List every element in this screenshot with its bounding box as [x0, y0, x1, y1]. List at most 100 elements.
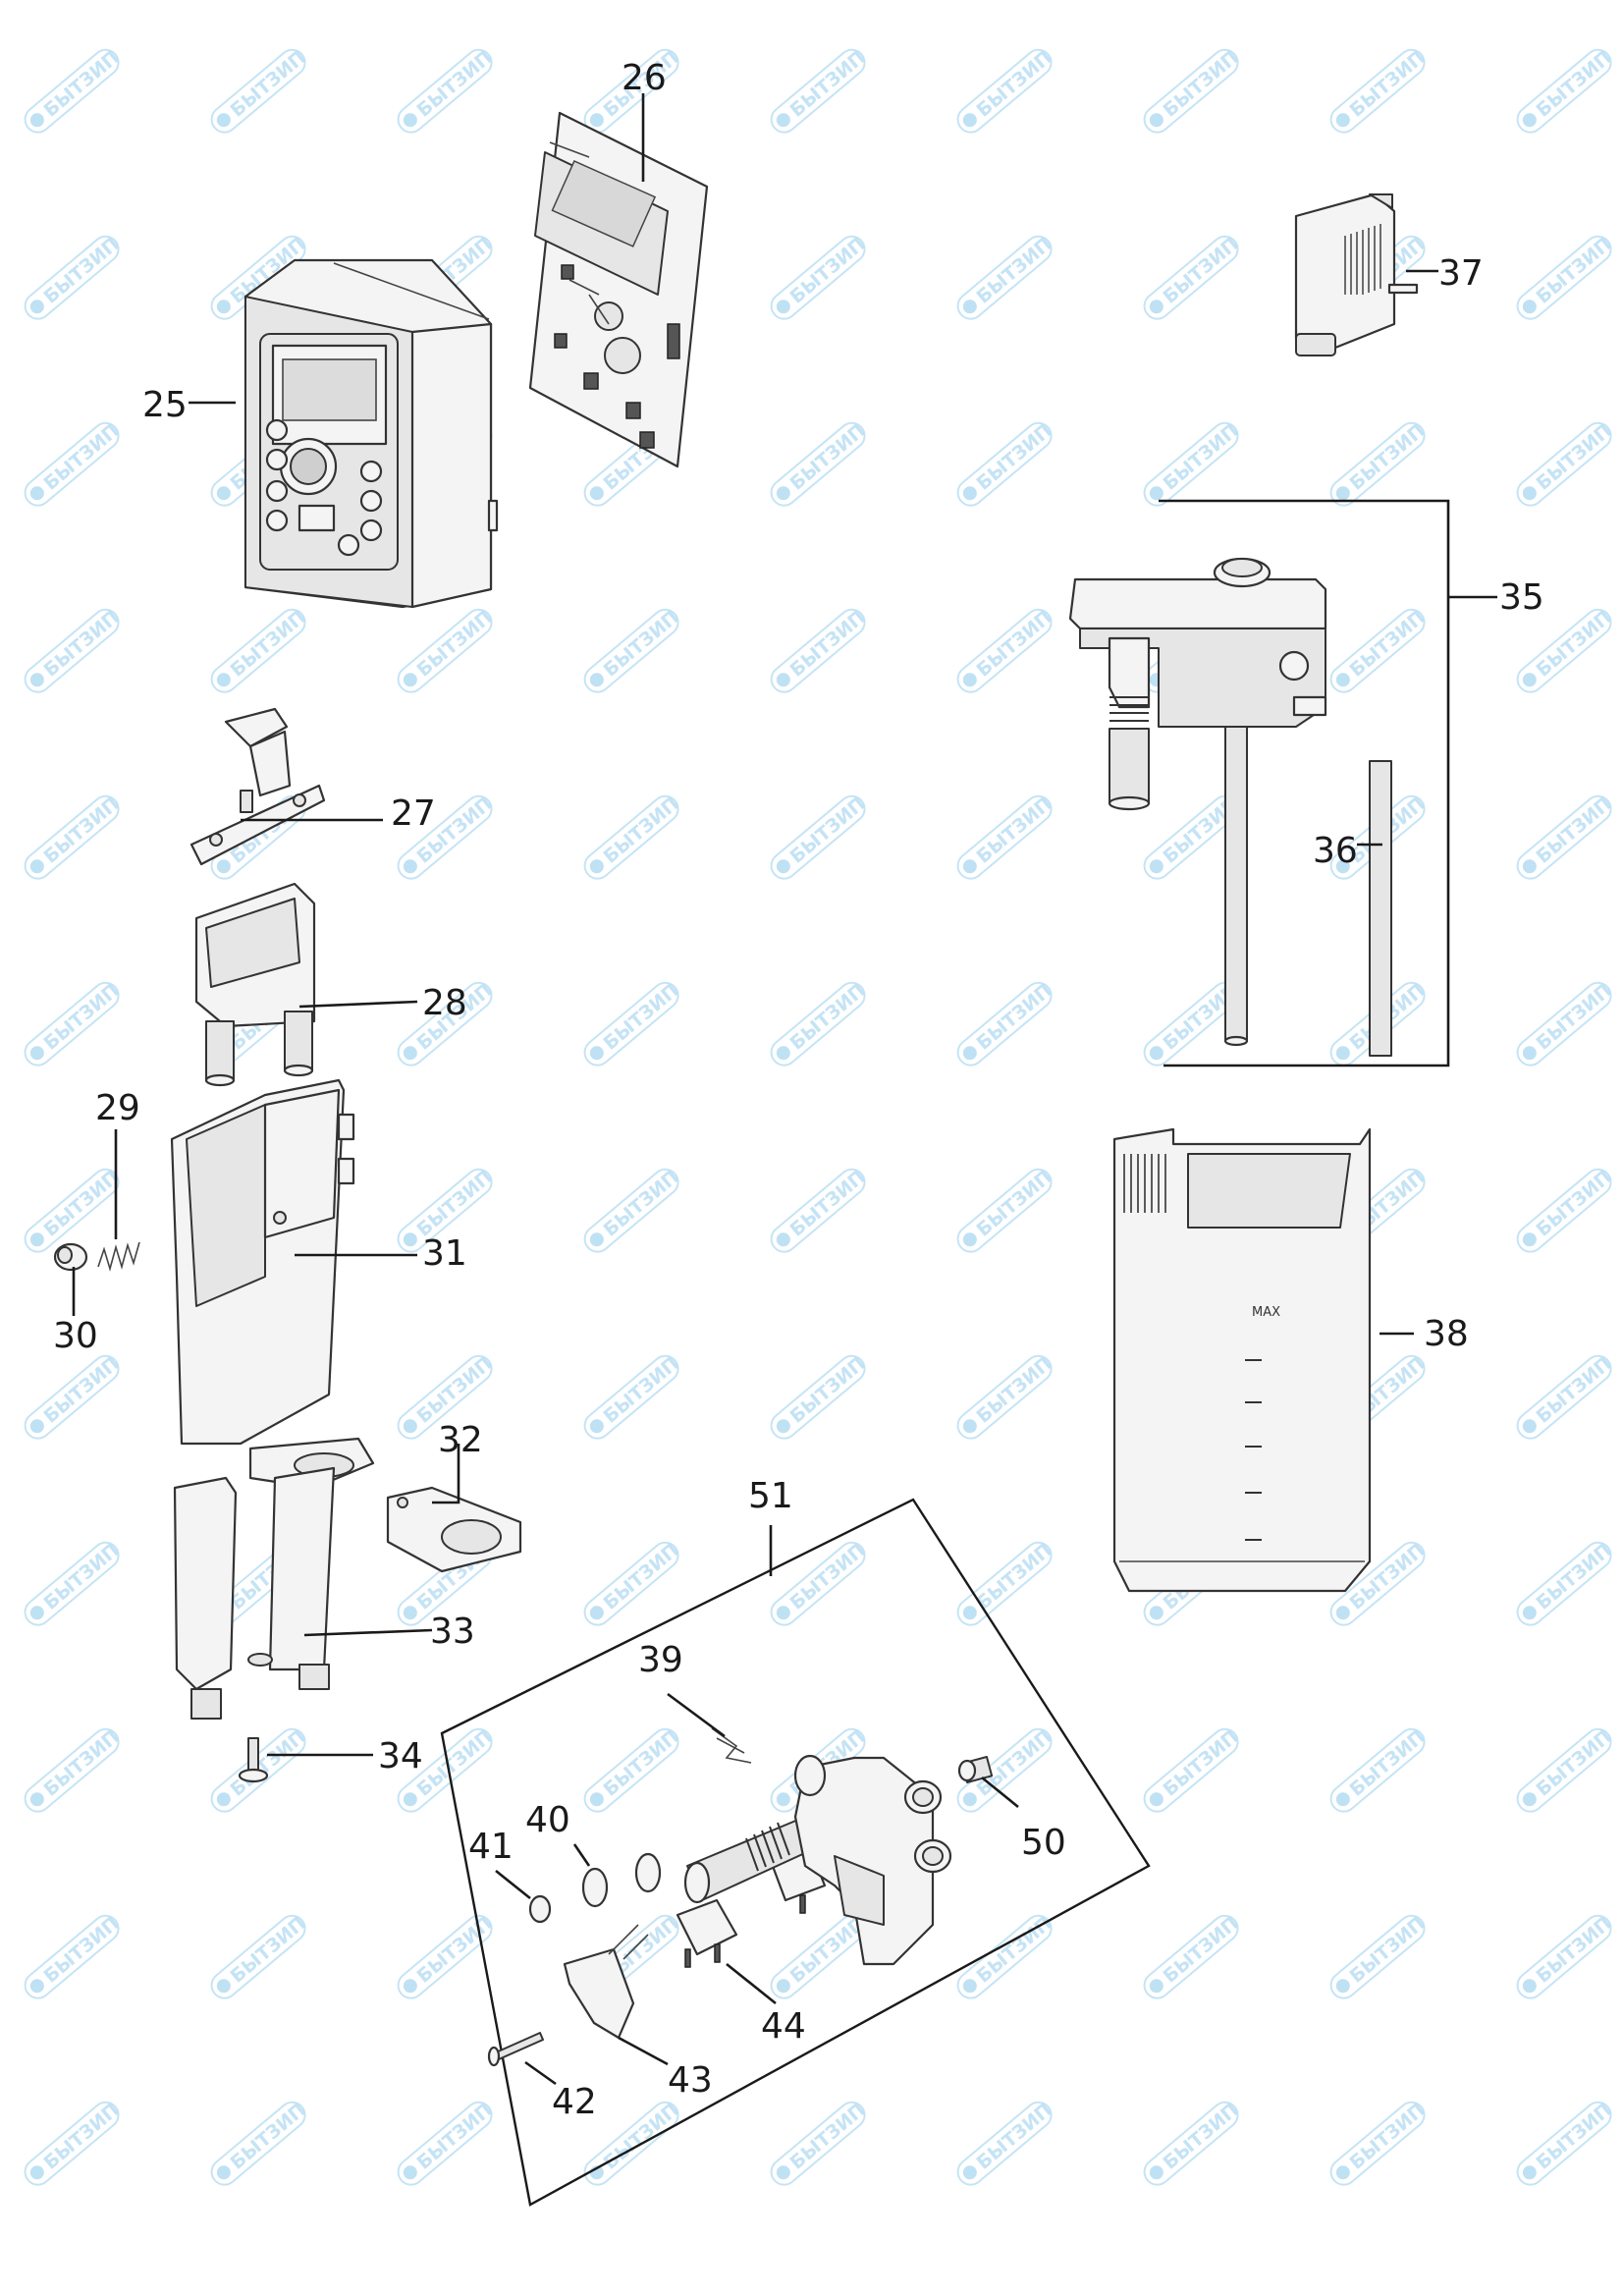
svg-text:БЫТЗИП: БЫТЗИП [1160, 419, 1243, 494]
watermark-logo: БЫТЗИП [770, 2099, 870, 2186]
svg-text:БЫТЗИП: БЫТЗИП [786, 1166, 870, 1240]
svg-text:БЫТЗИП: БЫТЗИП [40, 46, 124, 121]
svg-text:БЫТЗИП: БЫТЗИП [40, 1912, 124, 1987]
watermark-logo: БЫТЗИП [210, 606, 310, 693]
svg-text:БЫТЗИП: БЫТЗИП [1533, 1352, 1616, 1427]
watermark-logo: БЫТЗИП [1143, 233, 1243, 320]
watermark-logo: БЫТЗИП [770, 419, 870, 507]
svg-text:БЫТЗИП: БЫТЗИП [1346, 606, 1430, 681]
watermark-logo: БЫТЗИП [1516, 46, 1616, 134]
svg-text:БЫТЗИП: БЫТЗИП [973, 1166, 1056, 1240]
svg-text:БЫТЗИП: БЫТЗИП [1160, 1912, 1243, 1987]
callout-35: 35 [1499, 577, 1544, 618]
svg-text:БЫТЗИП: БЫТЗИП [1160, 233, 1243, 307]
svg-text:БЫТЗИП: БЫТЗИП [413, 1166, 497, 1240]
svg-text:БЫТЗИП: БЫТЗИП [40, 1539, 124, 1613]
watermark-logo: БЫТЗИП [1516, 1912, 1616, 1999]
svg-text:БЫТЗИП: БЫТЗИП [40, 1166, 124, 1240]
svg-text:БЫТЗИП: БЫТЗИП [973, 606, 1056, 681]
callout-29: 29 [95, 1088, 140, 1128]
watermark-logo: БЫТЗИП [770, 1912, 870, 1999]
svg-text:БЫТЗИП: БЫТЗИП [786, 1539, 870, 1613]
watermark-logo: БЫТЗИП [1516, 1539, 1616, 1626]
watermark-logo: БЫТЗИП [770, 606, 870, 693]
watermark-logo: БЫТЗИП [24, 979, 124, 1066]
callout-31: 31 [422, 1233, 467, 1274]
watermark-logo: БЫТЗИП [24, 1352, 124, 1440]
part-38-water-tank: MAX [1112, 1127, 1372, 1593]
part-30-cap [53, 1242, 88, 1272]
svg-text:БЫТЗИП: БЫТЗИП [786, 233, 870, 307]
part-41-ring [528, 1894, 552, 1924]
part-29-spring [97, 1241, 140, 1272]
svg-text:БЫТЗИП: БЫТЗИП [600, 606, 683, 681]
watermark-logo: БЫТЗИП [1143, 46, 1243, 134]
watermark-logo: БЫТЗИП [24, 793, 124, 880]
watermark-logo: БЫТЗИП [956, 46, 1056, 134]
watermark-logo: БЫТЗИП [1143, 419, 1243, 507]
watermark-logo: БЫТЗИП [770, 793, 870, 880]
svg-text:БЫТЗИП: БЫТЗИП [973, 46, 1056, 121]
svg-text:БЫТЗИП: БЫТЗИП [1533, 2099, 1616, 2173]
svg-text:БЫТЗИП: БЫТЗИП [973, 1539, 1056, 1613]
watermark-logo: БЫТЗИП [1516, 1352, 1616, 1440]
callout-33: 33 [430, 1612, 475, 1652]
svg-text:БЫТЗИП: БЫТЗИП [227, 1912, 310, 1987]
callout-40: 40 [525, 1800, 570, 1840]
svg-text:БЫТЗИП: БЫТЗИП [1533, 233, 1616, 307]
part-37-cover [1294, 192, 1419, 356]
watermark-logo: БЫТЗИП [583, 1539, 683, 1626]
svg-text:БЫТЗИП: БЫТЗИП [600, 979, 683, 1054]
part-50-bushing [957, 1755, 994, 1784]
svg-text:БЫТЗИП: БЫТЗИП [1346, 419, 1430, 494]
svg-text:БЫТЗИП: БЫТЗИП [1346, 1912, 1430, 1987]
part-35-bracket [1159, 499, 1450, 1067]
svg-text:БЫТЗИП: БЫТЗИП [1346, 46, 1430, 121]
watermark-logo: БЫТЗИП [24, 606, 124, 693]
svg-text:БЫТЗИП: БЫТЗИП [600, 2099, 683, 2173]
watermark-logo: БЫТЗИП [24, 1725, 124, 1813]
watermark-logo: БЫТЗИП [770, 233, 870, 320]
callout-50: 50 [1021, 1823, 1066, 1863]
watermark-logo: БЫТЗИП [1516, 419, 1616, 507]
svg-text:БЫТЗИП: БЫТЗИП [973, 979, 1056, 1054]
watermark-logo: БЫТЗИП [397, 2099, 497, 2186]
callout-44: 44 [761, 2006, 806, 2047]
svg-text:БЫТЗИП: БЫТЗИП [227, 606, 310, 681]
watermark-logo: БЫТЗИП [24, 419, 124, 507]
watermark-logo: БЫТЗИП [397, 606, 497, 693]
watermark-logo: БЫТЗИП [24, 233, 124, 320]
part-39-clip [711, 1727, 752, 1764]
svg-text:БЫТЗИП: БЫТЗИП [1160, 2099, 1243, 2173]
watermark-logo: БЫТЗИП [956, 606, 1056, 693]
tank-max-label: MAX [1252, 1305, 1280, 1320]
watermark-logo: БЫТЗИП [770, 1166, 870, 1253]
svg-text:БЫТЗИП: БЫТЗИП [600, 1352, 683, 1427]
svg-text:БЫТЗИП: БЫТЗИП [1533, 419, 1616, 494]
svg-text:БЫТЗИП: БЫТЗИП [40, 1725, 124, 1800]
callout-36: 36 [1313, 831, 1358, 871]
watermark-logo: БЫТЗИП [956, 979, 1056, 1066]
watermark-logo: БЫТЗИП [770, 979, 870, 1066]
watermark-logo: БЫТЗИП [1516, 2099, 1616, 2186]
part-36-tube [1369, 760, 1392, 1057]
svg-text:БЫТЗИП: БЫТЗИП [413, 2099, 497, 2173]
callout-38: 38 [1424, 1314, 1469, 1354]
watermark-logo: БЫТЗИП [210, 1912, 310, 1999]
watermark-logo: БЫТЗИП [956, 1352, 1056, 1440]
watermark-logo: БЫТЗИП [397, 46, 497, 134]
callout-34: 34 [378, 1736, 423, 1777]
svg-text:БЫТЗИП: БЫТЗИП [413, 1912, 497, 1987]
callout-39: 39 [638, 1640, 683, 1680]
svg-text:БЫТЗИП: БЫТЗИП [1533, 1539, 1616, 1613]
watermark-logo: БЫТЗИП [770, 46, 870, 134]
svg-text:БЫТЗИП: БЫТЗИП [600, 1166, 683, 1240]
part-35-water-filter-assembly [1068, 557, 1327, 1047]
svg-text:БЫТЗИП: БЫТЗИП [600, 1539, 683, 1613]
svg-text:БЫТЗИП: БЫТЗИП [1533, 793, 1616, 867]
watermark-logo: БЫТЗИП [1329, 2099, 1430, 2186]
part-25-control-panel [243, 258, 499, 609]
watermark-logo: БЫТЗИП [24, 1166, 124, 1253]
svg-text:БЫТЗИП: БЫТЗИП [40, 2099, 124, 2173]
watermark-logo: БЫТЗИП [1329, 1912, 1430, 1999]
